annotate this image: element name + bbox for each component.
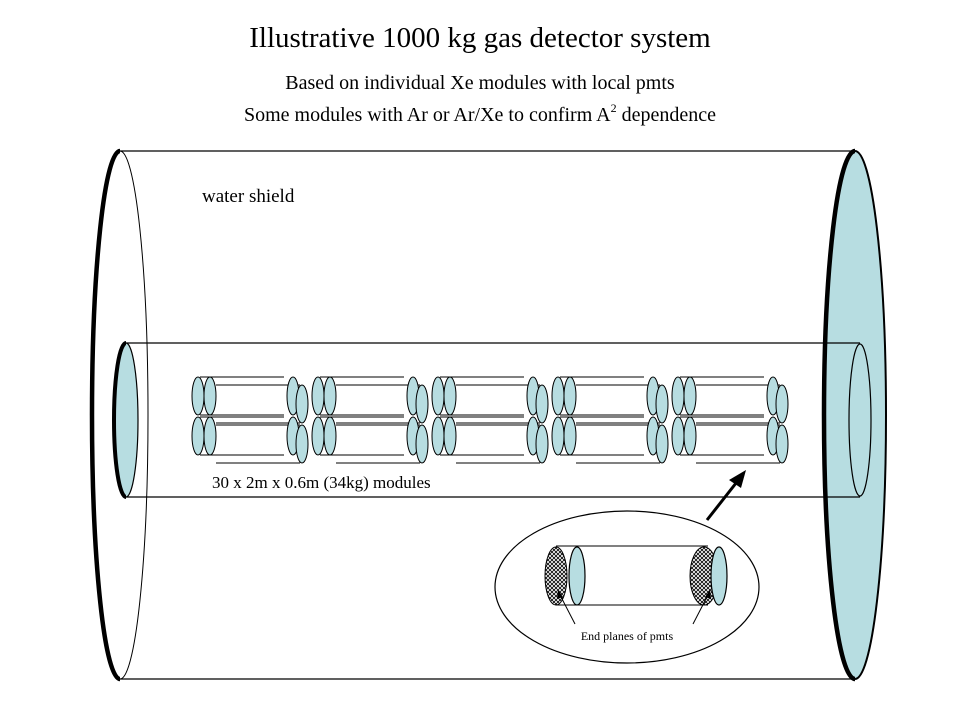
inset-ellipse <box>494 510 760 664</box>
pmt-end-left <box>323 416 337 456</box>
pmt-end-left <box>311 416 325 456</box>
pmt-end-left <box>431 416 445 456</box>
subtitle-superscript: 2 <box>610 101 617 115</box>
inset-arrow-left <box>559 594 576 625</box>
pmt-end-right <box>415 424 429 464</box>
pmt-end-right <box>775 384 789 424</box>
pmt-end-left <box>683 376 697 416</box>
inner-right-end <box>848 343 872 497</box>
pmt-end-left <box>563 416 577 456</box>
subtitle-line-2: Some modules with Ar or Ar/Xe to confirm… <box>0 101 960 127</box>
pmt-end-left <box>203 416 217 456</box>
module-group <box>551 376 669 464</box>
pmt-end-right <box>415 384 429 424</box>
pmt-end-left <box>191 416 205 456</box>
pmt-end-right <box>295 424 309 464</box>
inset-arrow-right <box>692 594 709 625</box>
module-group <box>671 376 789 464</box>
inset-left-pmt-plane <box>544 546 568 606</box>
diagram-title: Illustrative 1000 kg gas detector system <box>249 22 711 54</box>
pmt-end-left <box>311 376 325 416</box>
subtitle-line-2-end: dependence <box>616 104 717 126</box>
pmt-end-left <box>671 376 685 416</box>
pmt-end-left <box>191 376 205 416</box>
module-group <box>311 376 429 464</box>
inner-cylinder <box>112 341 872 499</box>
pmt-end-left <box>431 376 445 416</box>
pmt-end-left <box>323 376 337 416</box>
subtitle-line-2-text: Some modules with Ar or Ar/Xe to confirm… <box>243 104 611 126</box>
end-planes-label: End planes of pmts <box>580 629 674 643</box>
outer-left-end-back <box>119 150 149 680</box>
pmt-end-right <box>775 424 789 464</box>
pmt-end-right <box>655 424 669 464</box>
pmt-end-left <box>671 416 685 456</box>
water-shield-label: water shield <box>202 186 295 207</box>
pmt-end-left <box>683 416 697 456</box>
pmt-end-left <box>203 376 217 416</box>
module-array <box>191 376 789 464</box>
pmt-end-right <box>295 384 309 424</box>
outer-left-end-front <box>89 148 121 682</box>
subtitle-line-1: Based on individual Xe modules with loca… <box>285 72 675 94</box>
module-group <box>191 376 309 464</box>
pmt-end-right <box>655 384 669 424</box>
pmt-end-left <box>443 376 457 416</box>
pmt-end-left <box>443 416 457 456</box>
pmt-end-right <box>535 384 549 424</box>
pointer-arrow <box>705 470 746 521</box>
pmt-end-left <box>551 376 565 416</box>
modules-label: 30 x 2m x 0.6m (34kg) modules <box>212 473 431 492</box>
pmt-end-left <box>551 416 565 456</box>
module-group <box>431 376 549 464</box>
module-inset <box>494 510 760 664</box>
pmt-end-right <box>535 424 549 464</box>
pmt-end-left <box>563 376 577 416</box>
